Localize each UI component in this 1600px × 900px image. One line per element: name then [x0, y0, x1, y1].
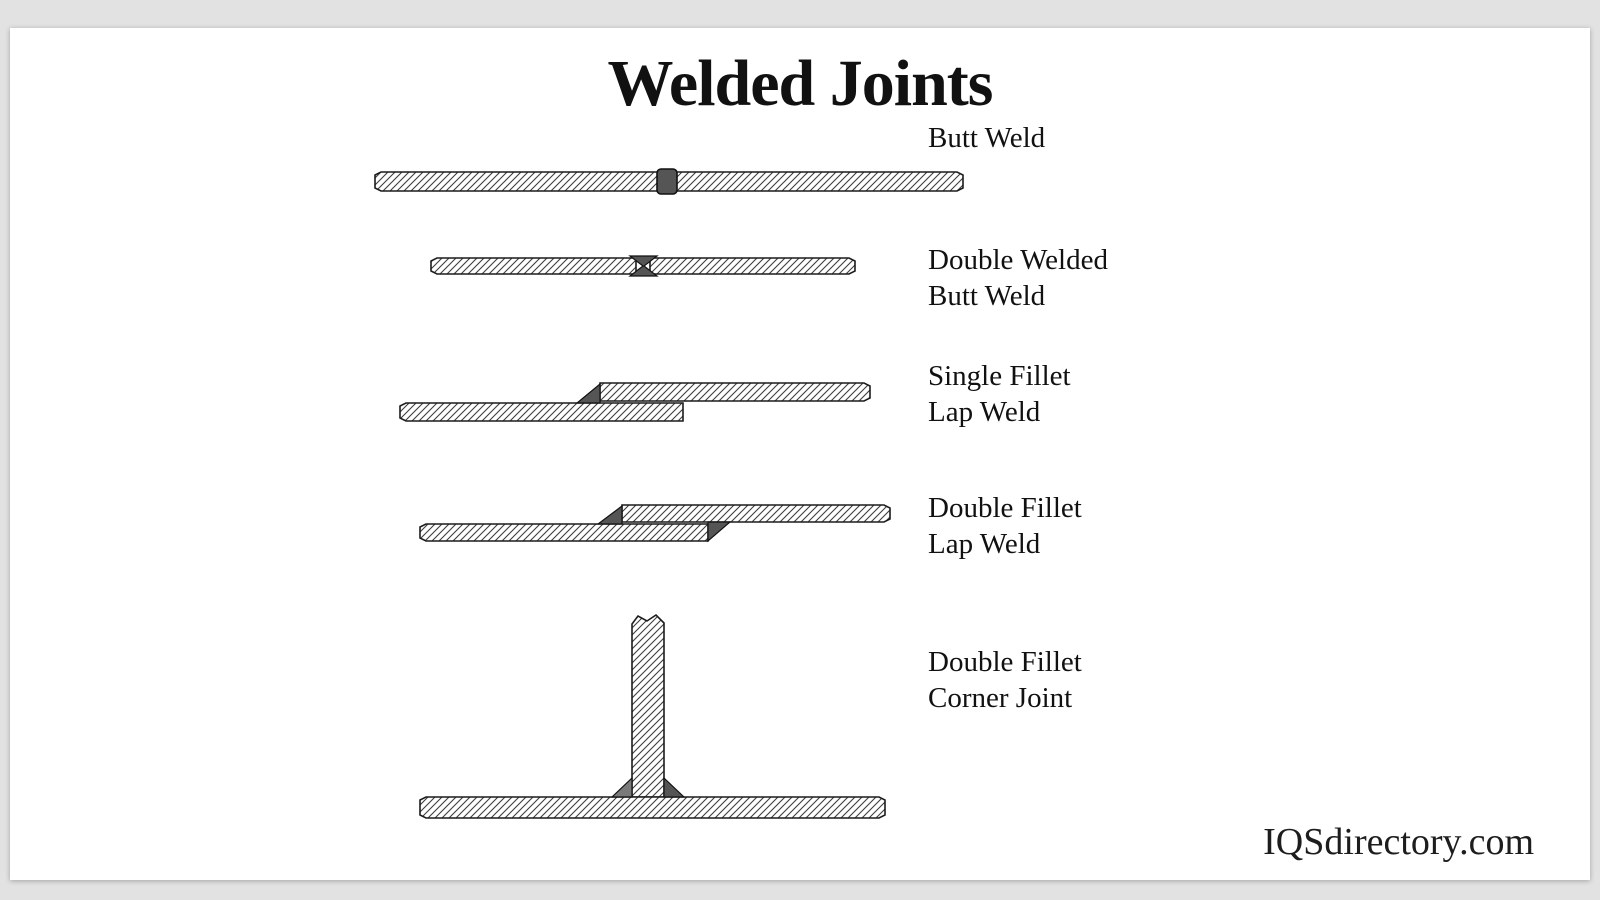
label-line: Double Welded [928, 244, 1108, 276]
label-line: Butt Weld [928, 122, 1046, 154]
page-title: Welded Joints [607, 47, 994, 120]
label-line: Double Fillet [928, 646, 1082, 678]
label-single-fillet-lap-weld: Single Fillet Lap Weld [928, 358, 1071, 430]
diagram-card [10, 28, 1590, 880]
label-double-fillet-corner-joint: Double Fillet Corner Joint [928, 644, 1082, 716]
label-line: Lap Weld [928, 396, 1041, 428]
label-line: Lap Weld [928, 528, 1041, 560]
label-butt-weld: Butt Weld [928, 120, 1045, 156]
label-line: Corner Joint [928, 682, 1073, 714]
label-double-welded-butt-weld: Double Welded Butt Weld [928, 242, 1108, 314]
label-line: Butt Weld [928, 280, 1046, 312]
watermark: IQSdirectory.com [1263, 821, 1534, 863]
label-double-fillet-lap-weld: Double Fillet Lap Weld [928, 490, 1082, 562]
label-line: Double Fillet [928, 492, 1082, 524]
label-line: Single Fillet [928, 360, 1071, 392]
